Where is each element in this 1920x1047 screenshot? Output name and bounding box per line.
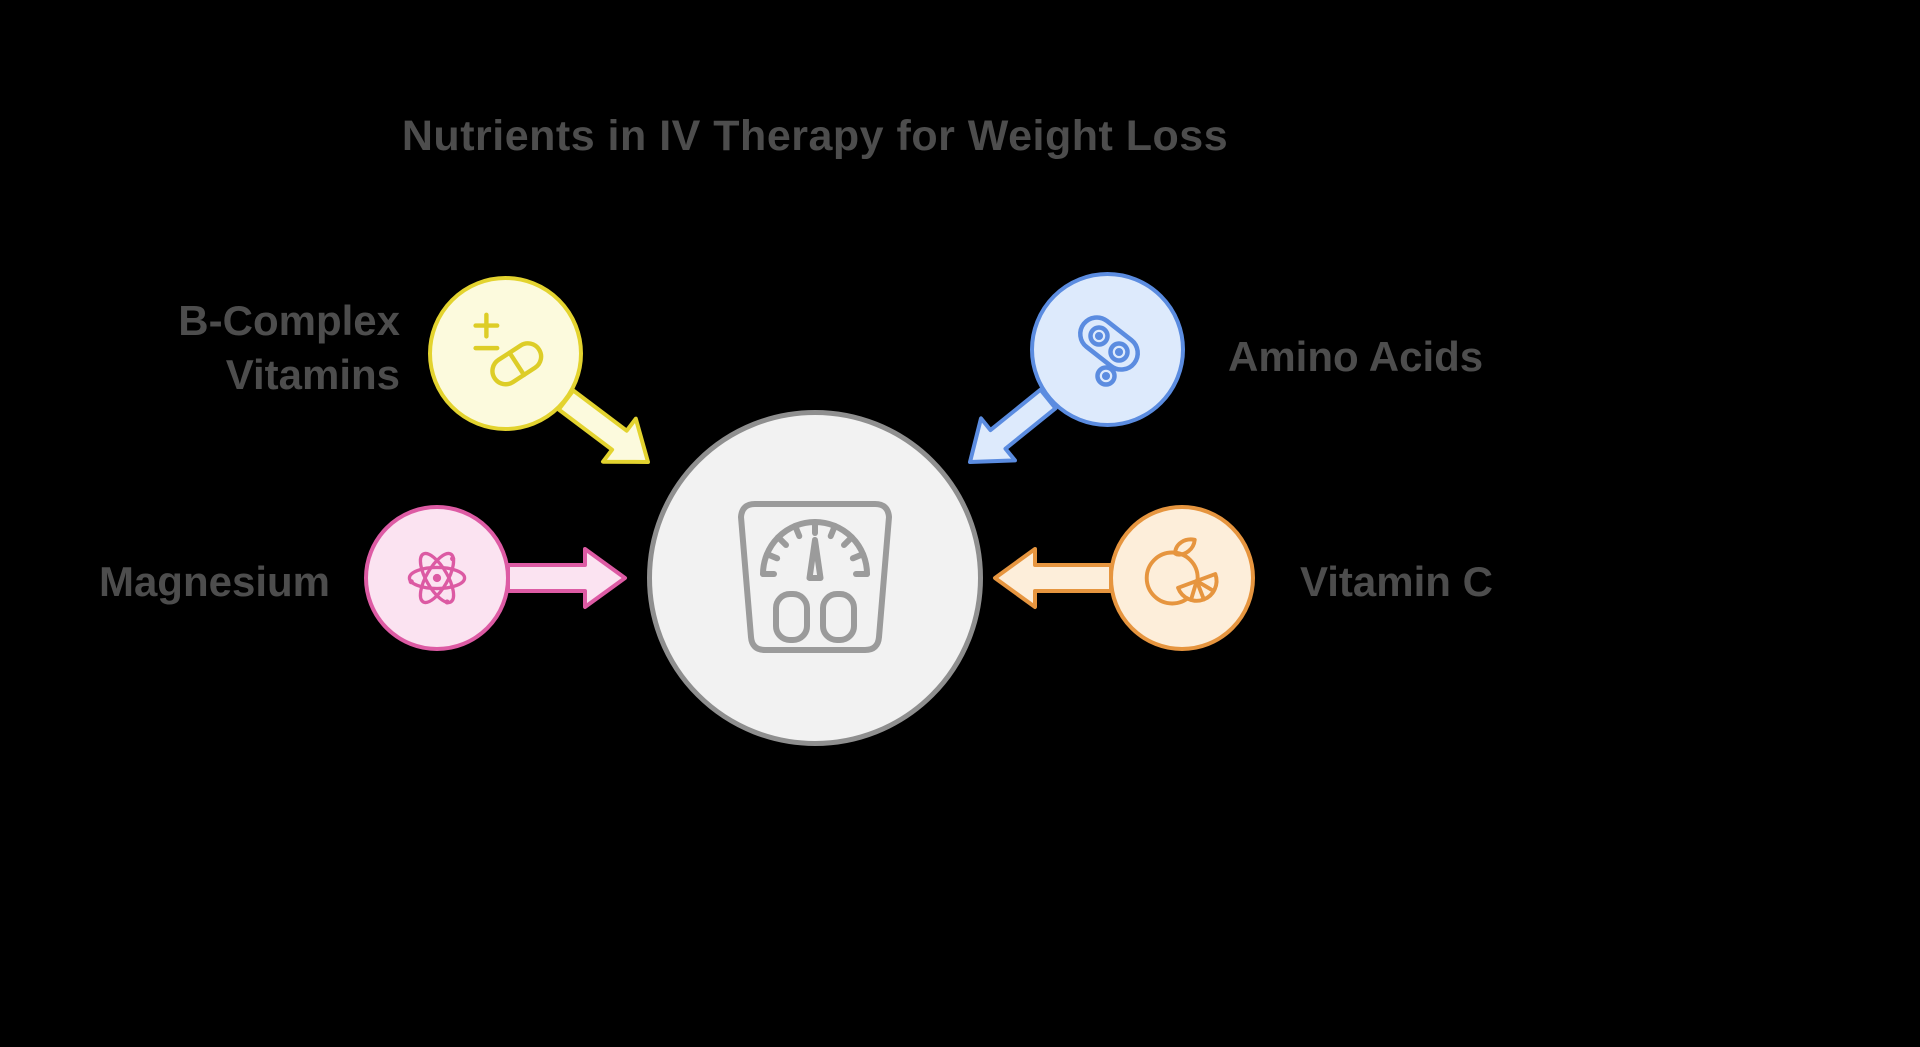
atom-icon — [407, 551, 467, 605]
orange-icon — [1144, 537, 1219, 606]
amino-acids-arrow — [968, 387, 1058, 464]
magnesium-arrow — [506, 547, 627, 609]
node-b-complex — [428, 276, 583, 431]
pills-icon — [472, 312, 543, 386]
node-vitamin-c — [1109, 505, 1255, 651]
b-complex-arrow — [556, 388, 650, 464]
node-magnesium — [364, 505, 510, 651]
label-b-complex-vitamins: B-Complex Vitamins — [178, 297, 400, 398]
amino-acid-icon — [1077, 314, 1140, 387]
vitamin-c-arrow — [993, 547, 1113, 609]
center-node-weight-scale — [647, 410, 983, 746]
label-vitamin-c: Vitamin C — [1300, 558, 1493, 605]
label-amino-acids: Amino Acids — [1228, 333, 1484, 380]
node-amino-acids — [1030, 272, 1185, 427]
label-magnesium: Magnesium — [98, 558, 330, 605]
diagram-title: Nutrients in IV Therapy for Weight Loss — [401, 112, 1229, 160]
weight-scale-icon — [738, 501, 892, 653]
